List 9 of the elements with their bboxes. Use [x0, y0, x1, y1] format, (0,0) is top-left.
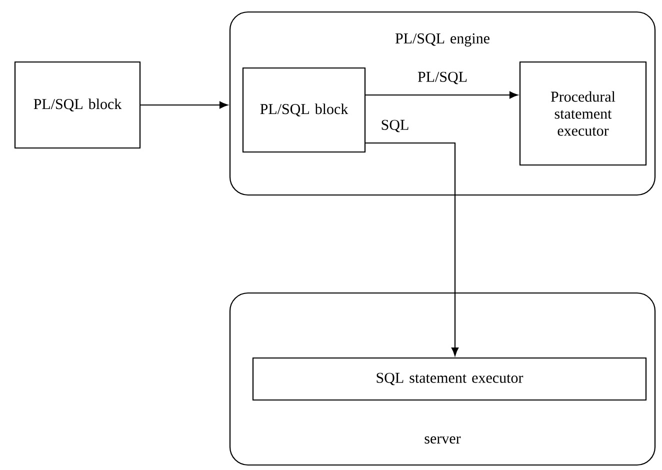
arrow — [140, 101, 228, 109]
process-box: Procedural statement executor — [519, 61, 647, 166]
arrow — [366, 91, 518, 99]
arrow — [366, 142, 459, 356]
edge-label: SQL — [380, 118, 410, 134]
process-box: PL/SQL block — [242, 67, 366, 153]
process-box: SQL statement executor — [252, 357, 647, 401]
edge-label: PL/SQL — [416, 70, 468, 86]
process-box: PL/SQL block — [14, 61, 141, 149]
